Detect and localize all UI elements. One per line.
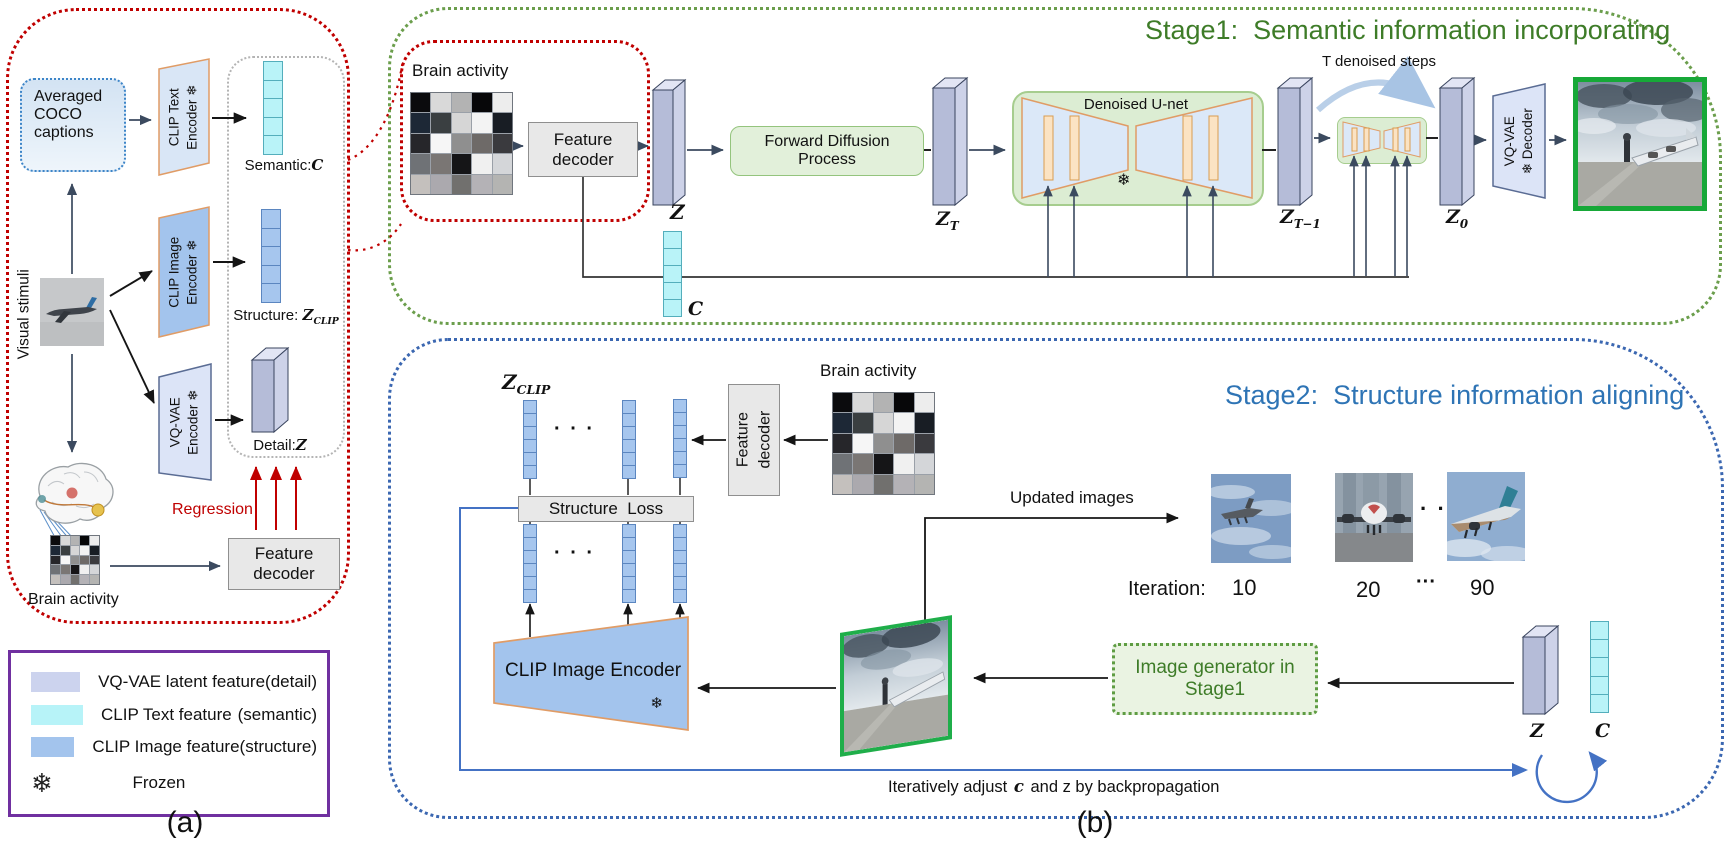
zt1-label: ZT−1 — [1280, 206, 1321, 231]
zclip-column-1 — [523, 400, 537, 479]
unet-snowflake-icon: ❄ — [1117, 172, 1131, 189]
ellipsis-top: · · · — [554, 418, 596, 440]
brain-activity-grid-a — [50, 535, 100, 585]
stage1-title: Stage1: Semantic information incorporati… — [1145, 15, 1671, 45]
brain-activity-label-s1: Brain activity — [412, 61, 509, 80]
forward-diffusion-box: Forward Diffusion Process — [730, 126, 924, 176]
c-label-s1: C — [688, 298, 704, 320]
brain-activity-grid-s2 — [832, 392, 935, 495]
legend-row: CLIP Text feature (semantic) — [31, 702, 317, 728]
c-feature-column-s1 — [663, 231, 682, 317]
backprop-label: Iteratively adjust c and z by backpropag… — [888, 777, 1220, 796]
averaged-coco-box: Averaged COCO captions — [20, 78, 126, 172]
updated-images-label: Updated images — [1010, 488, 1134, 507]
legend-row: CLIP Image feature (structure) — [31, 734, 317, 760]
feature-decoder-s1: Feature decoder — [528, 122, 638, 177]
image-generator-box: Image generator in Stage1 — [1112, 643, 1318, 715]
ellipsis-bottom: · · · — [554, 542, 596, 564]
z-label-s2: Z — [1530, 720, 1544, 742]
iteration-image-10 — [1211, 474, 1291, 563]
stage1-region — [388, 7, 1722, 325]
semantic-label: Semantic:C — [244, 156, 324, 174]
caption-b: (b) — [1076, 806, 1114, 839]
regression-label: Regression — [172, 501, 253, 518]
vqvae-decoder: VQ-VAE❄ Decoder — [1492, 83, 1546, 199]
structure-feature-column — [261, 209, 281, 303]
vqvae-latent-swatch — [31, 672, 81, 692]
legend-row: VQ-VAE latent feature (detail) — [31, 669, 317, 695]
z0-label: Z0 — [1446, 206, 1469, 231]
t-denoised-steps-label: T denoised steps — [1322, 53, 1436, 70]
iteration-ellipsis: ··· — [1416, 571, 1436, 593]
feature-decoder-s2: Feature decoder — [728, 384, 780, 496]
brain-activity-label-a: Brain activity — [28, 591, 119, 608]
denoised-unet-label: Denoised U-net — [1083, 96, 1189, 113]
iteration-value-90: 90 — [1470, 575, 1495, 600]
encoder-snowflake-icon: ❄ — [650, 695, 663, 712]
encoded-column-1 — [523, 524, 537, 603]
brain-activity-label-s2: Brain activity — [820, 361, 917, 380]
zclip-column-2 — [622, 400, 636, 479]
iteration-label: Iteration: — [1128, 578, 1206, 600]
brain-activity-grid-s1 — [410, 92, 513, 195]
clip-text-swatch — [31, 705, 83, 725]
iteration-image-20 — [1335, 473, 1413, 562]
c-feature-column-s2 — [1590, 621, 1609, 714]
iteration-value-20: 20 — [1356, 577, 1381, 602]
legend-box: VQ-VAE latent feature (detail) CLIP Text… — [8, 650, 330, 817]
structure-label: Structure: ZCLIP — [233, 306, 339, 327]
zclip-column-3 — [673, 399, 687, 478]
zclip-label: ZCLIP — [502, 370, 551, 397]
denoised-step-box — [1337, 117, 1427, 164]
snowflake-icon: ❄ — [31, 767, 53, 798]
semantic-feature-column — [263, 61, 283, 155]
iteration-value-10: 10 — [1232, 575, 1257, 600]
feature-decoder-a: Feature decoder — [228, 538, 340, 590]
clip-image-encoder-s2: CLIP Image Encoder ❄ — [493, 615, 689, 732]
clip-image-swatch — [31, 737, 75, 757]
iteration-image-90 — [1447, 472, 1525, 561]
stage1-output-image — [1573, 77, 1707, 211]
legend-row: ❄ Frozen — [31, 767, 186, 798]
visual-stimuli-label: Visual stimuli — [15, 269, 33, 360]
panel-a-region — [6, 8, 350, 624]
detail-label: Detail:Z — [253, 436, 307, 454]
structure-loss-box: Structure Loss — [518, 496, 694, 522]
generated-image-s2 — [840, 615, 952, 757]
z-label: Z — [670, 200, 685, 224]
visual-stimulus-image — [40, 278, 104, 346]
c-label-s2: C — [1595, 720, 1611, 742]
encoded-column-2 — [622, 524, 636, 603]
panel-a-feature-group — [227, 56, 345, 458]
encoded-column-3 — [673, 524, 687, 603]
caption-a: (a) — [166, 806, 204, 839]
zt-label: ZT — [936, 208, 959, 233]
brain-sketch — [24, 456, 120, 540]
stage2-title: Stage2: Structure information aligning — [1225, 380, 1685, 410]
stage2-region — [388, 338, 1724, 819]
